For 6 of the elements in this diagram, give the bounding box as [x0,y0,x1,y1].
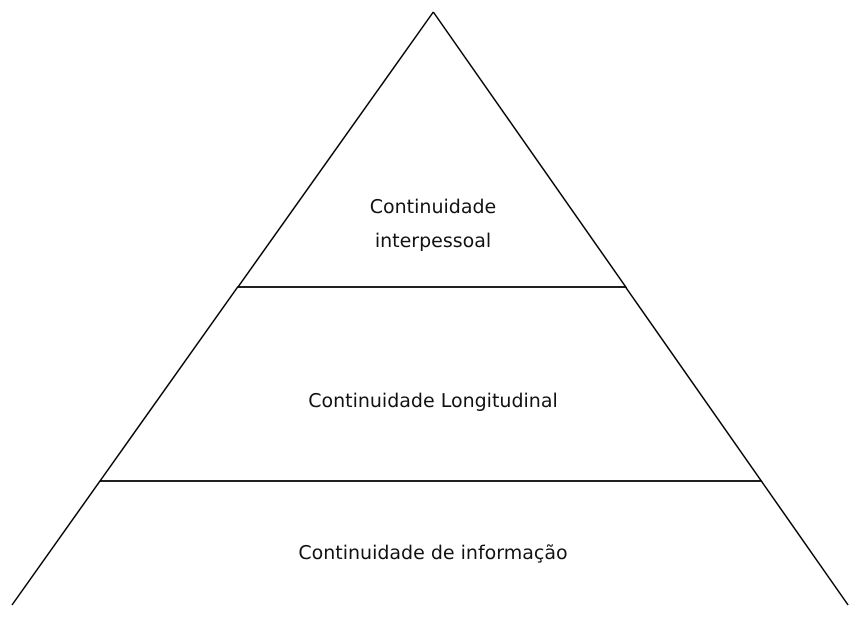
pyramid-tier [12,481,848,605]
tier-label: Continuidade Longitudinal [307,389,559,414]
tier-label: Continuidade interpessoal [368,195,498,254]
tier-label: Continuidade de informação [297,541,569,566]
pyramid-tier [100,287,762,481]
pyramid-tier [238,12,626,287]
